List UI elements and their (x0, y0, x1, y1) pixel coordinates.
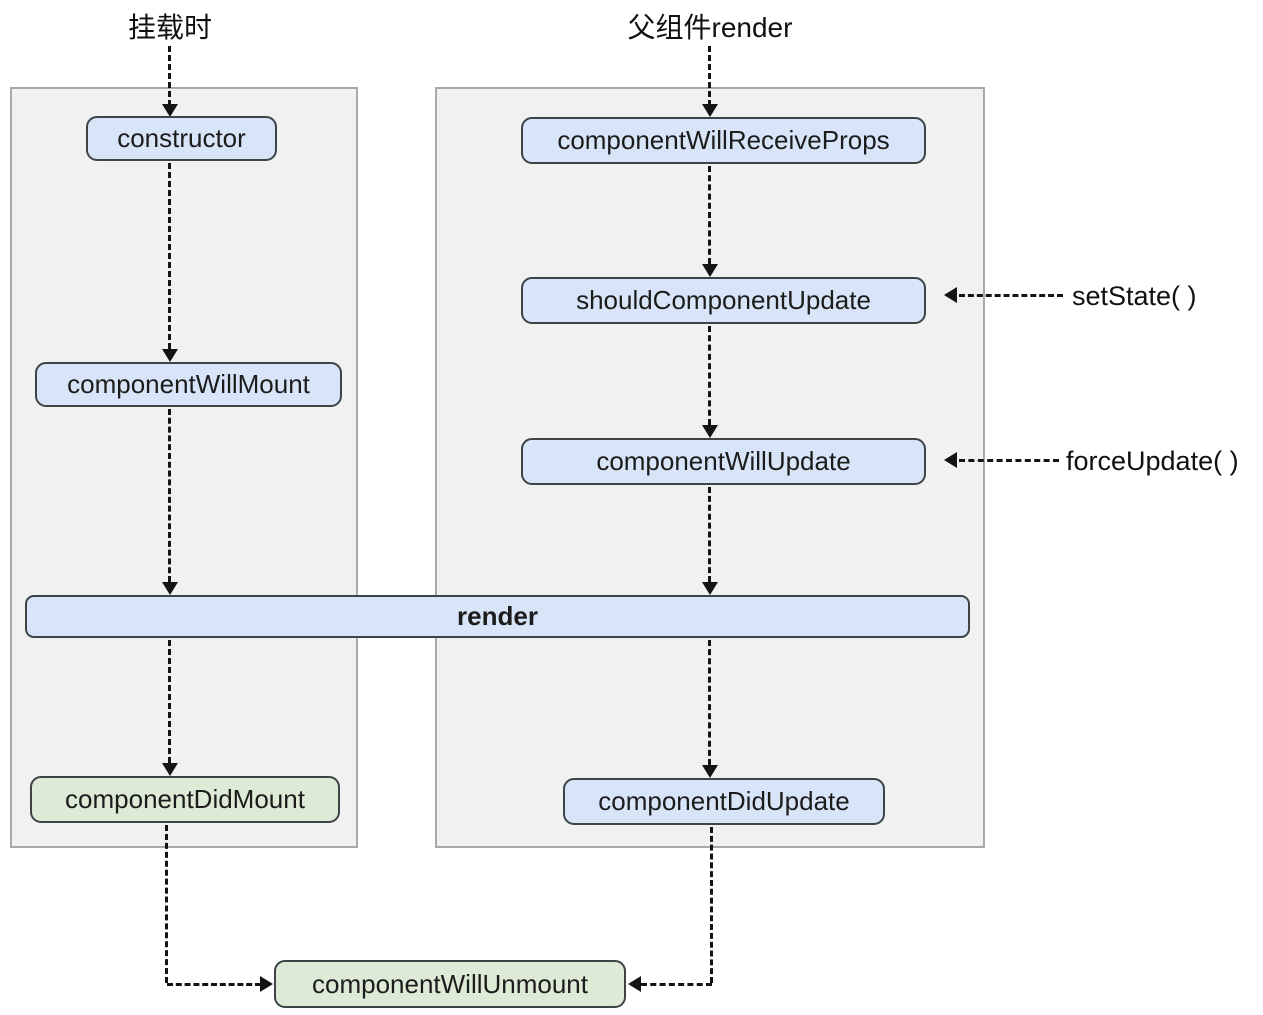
arrow-didmount-to-unmount-vline (165, 825, 168, 983)
arrow-setstate-head-icon (944, 287, 957, 303)
arrow-didmount-to-unmount-hline (167, 983, 261, 986)
node-constructor: constructor (86, 116, 277, 161)
arrow-willupdate-to-render-head-icon (702, 582, 718, 595)
arrow-render-to-didmount-line (168, 640, 171, 763)
node-component-will-update: componentWillUpdate (521, 438, 926, 485)
mount-panel (10, 87, 358, 848)
arrow-didupdate-to-unmount-hline (641, 983, 712, 986)
node-component-will-receive-props: componentWillReceiveProps (521, 117, 926, 164)
arrow-render-to-didupdate-head-icon (702, 765, 718, 778)
node-component-will-unmount: componentWillUnmount (274, 960, 626, 1008)
mount-lane-title: 挂载时 (127, 12, 212, 43)
arrow-willupdate-to-render-line (708, 487, 711, 582)
arrow-didmount-to-unmount-head-icon (260, 976, 273, 992)
arrow-willmount-to-render-line (168, 409, 171, 582)
update-lane-title: 父组件render (627, 12, 793, 43)
arrow-update-entry-head-icon (702, 104, 718, 117)
annotation-set-state: setState( ) (1072, 281, 1197, 311)
arrow-receiveprops-to-shouldupdate-head-icon (702, 264, 718, 277)
arrow-receiveprops-to-shouldupdate-line (708, 166, 711, 264)
arrow-shouldupdate-to-willupdate-head-icon (702, 425, 718, 438)
arrow-constructor-to-willmount-head-icon (162, 349, 178, 362)
node-component-will-mount: componentWillMount (35, 362, 342, 407)
arrow-didupdate-to-unmount-vline (710, 827, 713, 983)
node-component-did-update: componentDidUpdate (563, 778, 885, 825)
arrow-render-to-didupdate-line (708, 640, 711, 765)
node-component-did-mount: componentDidMount (30, 776, 340, 823)
arrow-constructor-to-willmount-line (168, 163, 171, 349)
node-should-component-update: shouldComponentUpdate (521, 277, 926, 324)
arrow-render-to-didmount-head-icon (162, 763, 178, 776)
arrow-setstate-line (959, 294, 1063, 297)
annotation-force-update: forceUpdate( ) (1066, 446, 1239, 476)
arrow-didupdate-to-unmount-head-icon (628, 976, 641, 992)
arrow-forceupdate-head-icon (944, 452, 957, 468)
arrow-update-entry-line (708, 46, 711, 106)
arrow-mount-entry-head-icon (162, 104, 178, 117)
arrow-shouldupdate-to-willupdate-line (708, 326, 711, 425)
arrow-willmount-to-render-head-icon (162, 582, 178, 595)
node-render: render (25, 595, 970, 638)
arrow-mount-entry-line (168, 46, 171, 106)
arrow-forceupdate-line (959, 459, 1059, 462)
